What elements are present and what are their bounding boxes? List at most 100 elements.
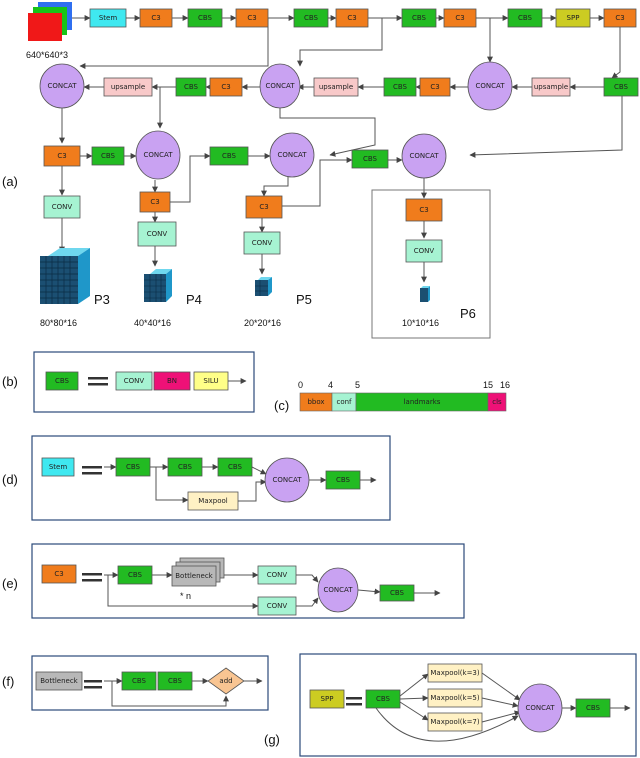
node-concat-p6: CONCAT xyxy=(401,133,447,179)
panel-a-label: (a) xyxy=(2,174,18,189)
panel-g-label: (g) xyxy=(264,732,280,747)
svg-text:Stem: Stem xyxy=(49,463,67,471)
svg-text:CBS: CBS xyxy=(412,14,427,22)
svg-text:C3: C3 xyxy=(259,203,268,211)
node-c3-1: C3 xyxy=(139,8,173,28)
svg-text:CBS: CBS xyxy=(128,571,143,579)
g-maxpool-k3: Maxpool(k=3) xyxy=(427,663,483,683)
svg-text:bbox: bbox xyxy=(307,398,324,406)
node-cbs-p3: CBS xyxy=(91,146,125,166)
svg-text:CONCAT: CONCAT xyxy=(143,151,173,159)
tick-0: 0 xyxy=(298,380,303,390)
svg-text:C3: C3 xyxy=(54,570,63,578)
node-conv-p3: CONV xyxy=(43,195,81,219)
svg-text:CONCAT: CONCAT xyxy=(409,152,439,160)
e-equals xyxy=(82,573,102,582)
svg-text:CONCAT: CONCAT xyxy=(277,151,307,159)
svg-text:landmarks: landmarks xyxy=(404,398,441,406)
node-c3-6: C3 xyxy=(419,77,451,97)
panel-f: (f) Bottleneck CBS CBS add xyxy=(2,655,269,711)
output-p5-name: P5 xyxy=(296,292,312,307)
panel-b: (b) CBS CONV BN SILU xyxy=(2,351,255,413)
node-cbs-1: CBS xyxy=(187,8,223,28)
panel-d-label: (d) xyxy=(2,472,18,487)
input-image-icon xyxy=(28,2,72,41)
d-cbs-1: CBS xyxy=(115,457,151,477)
f-equals xyxy=(84,680,102,689)
svg-text:CBS: CBS xyxy=(393,83,408,91)
b-bn: BN xyxy=(153,371,191,391)
svg-text:C3: C3 xyxy=(151,14,160,22)
panel-f-label: (f) xyxy=(2,674,14,689)
svg-text:Maxpool(k=5): Maxpool(k=5) xyxy=(430,694,480,702)
svg-text:upsample: upsample xyxy=(319,83,353,91)
b-cbs: CBS xyxy=(45,371,79,391)
node-cbs-3: CBS xyxy=(401,8,437,28)
svg-text:upsample: upsample xyxy=(111,83,145,91)
tick-4: 4 xyxy=(328,380,333,390)
svg-text:CONV: CONV xyxy=(252,239,273,247)
g-maxpool-k5: Maxpool(k=5) xyxy=(427,688,483,708)
e-bottleneck-stack: Bottleneck xyxy=(171,557,225,587)
seg-conf: conf xyxy=(331,392,357,412)
g-cbs: CBS xyxy=(365,689,401,709)
panel-a-connections xyxy=(59,15,623,283)
node-cbs-p5: CBS xyxy=(351,149,389,169)
feature-map-p5-icon xyxy=(255,277,272,296)
svg-text:C3: C3 xyxy=(221,83,230,91)
node-concat-p5: CONCAT xyxy=(269,132,315,178)
node-c3-5: C3 xyxy=(603,8,637,28)
output-p4-name: P4 xyxy=(186,292,202,307)
svg-text:SPP: SPP xyxy=(321,695,334,703)
svg-text:C3: C3 xyxy=(150,198,159,206)
svg-text:CBS: CBS xyxy=(518,14,533,22)
svg-text:CONCAT: CONCAT xyxy=(265,82,295,90)
svg-text:CBS: CBS xyxy=(390,589,405,597)
node-spp: SPP xyxy=(555,8,591,28)
node-upsample-3: upsample xyxy=(103,77,153,97)
node-stem: Stem xyxy=(89,8,127,28)
svg-text:C3: C3 xyxy=(430,83,439,91)
panel-g: (g) SPP CBS Maxpool(k=3) Maxpool(k=5) Ma… xyxy=(264,653,637,757)
node-c3-p3: C3 xyxy=(43,145,81,167)
e-conv-1: CONV xyxy=(257,565,297,585)
node-c3-p6: C3 xyxy=(405,198,443,222)
seg-cls: cls xyxy=(487,392,507,412)
node-concat-3: CONCAT xyxy=(39,63,85,109)
panel-c: (c) 0 4 5 15 16 bbox conf landmarks cls xyxy=(274,380,510,413)
g-maxpool-k7: Maxpool(k=7) xyxy=(427,712,483,732)
svg-text:CBS: CBS xyxy=(304,14,319,22)
b-silu: SILU xyxy=(193,371,229,391)
output-p3-size: 80*80*16 xyxy=(40,318,77,328)
e-times-n: * n xyxy=(180,591,191,601)
tick-16: 16 xyxy=(500,380,510,390)
tick-5: 5 xyxy=(355,380,360,390)
svg-text:cls: cls xyxy=(492,398,502,406)
f-add: add xyxy=(207,667,245,695)
d-maxpool: Maxpool xyxy=(187,491,239,511)
svg-text:conf: conf xyxy=(336,398,352,406)
node-conv-p6: CONV xyxy=(405,239,443,263)
svg-text:C3: C3 xyxy=(247,14,256,22)
node-concat-p4: CONCAT xyxy=(135,130,181,180)
svg-text:CONCAT: CONCAT xyxy=(272,476,302,484)
svg-text:CONV: CONV xyxy=(147,230,168,238)
svg-text:CBS: CBS xyxy=(198,14,213,22)
svg-text:SPP: SPP xyxy=(567,14,580,22)
svg-text:CBS: CBS xyxy=(336,476,351,484)
svg-text:C3: C3 xyxy=(57,152,66,160)
node-cbs-6: CBS xyxy=(383,77,417,97)
svg-text:CONCAT: CONCAT xyxy=(525,704,555,712)
g-equals xyxy=(346,697,362,706)
node-conv-p4: CONV xyxy=(137,221,177,247)
p6-frame xyxy=(371,189,491,339)
panel-a: 640*640*3 xyxy=(2,2,639,339)
feature-map-p4-icon xyxy=(144,269,172,302)
output-p5-size: 20*20*16 xyxy=(244,318,281,328)
svg-text:CBS: CBS xyxy=(55,377,70,385)
svg-text:CONCAT: CONCAT xyxy=(475,82,505,90)
svg-text:CONCAT: CONCAT xyxy=(323,586,353,594)
g-cbs-out: CBS xyxy=(575,698,611,718)
b-conv: CONV xyxy=(115,371,153,391)
